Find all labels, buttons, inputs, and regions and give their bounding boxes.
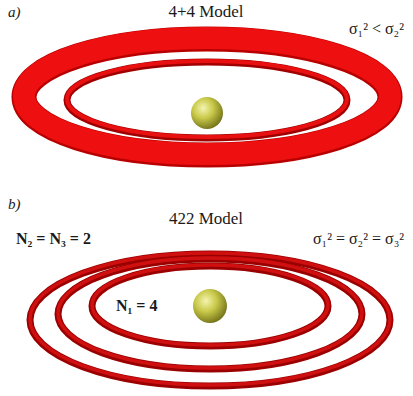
inner-ring-highlight — [92, 265, 328, 345]
outer-ring-highlight — [30, 253, 390, 385]
inner-ring — [92, 266, 328, 346]
occupancy-label: N₁ = 4 — [116, 297, 157, 315]
variance-relation: σ₁² = σ₂² = σ₃² — [313, 230, 404, 248]
thick-band — [24, 38, 390, 154]
thin-ring — [67, 62, 347, 138]
panel-letter: b) — [8, 196, 21, 213]
variance-relation: σ₁² < σ₂² — [349, 20, 404, 38]
panel-title: 4+4 Model — [168, 3, 243, 22]
middle-ring-highlight — [58, 258, 362, 368]
central-sphere — [193, 289, 227, 323]
thin-ring-highlight — [67, 61, 347, 137]
occupancy-label: N₂ = N₃ = 2 — [16, 230, 91, 248]
central-sphere — [191, 97, 223, 129]
thick-band-shadow — [24, 39, 390, 155]
panel-title: 422 Model — [169, 210, 243, 229]
outer-ring — [30, 254, 390, 386]
panel-letter: a) — [8, 4, 21, 21]
middle-ring — [58, 259, 362, 369]
